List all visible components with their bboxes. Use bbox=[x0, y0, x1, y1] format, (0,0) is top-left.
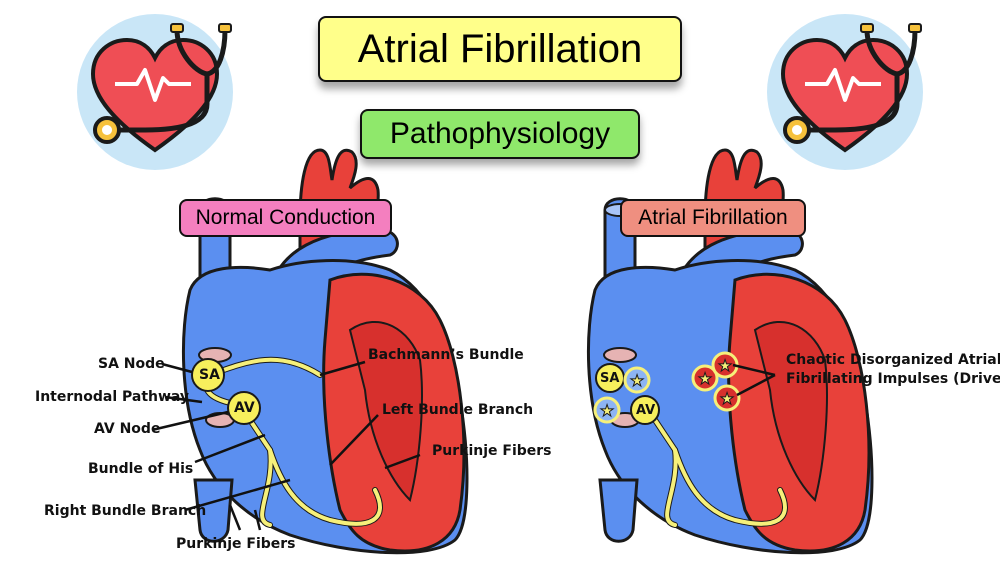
afib-sa-node-marker: SA bbox=[600, 371, 620, 386]
label-internodal-pathway: Internodal Pathway bbox=[35, 389, 190, 405]
page-subtitle: Pathophysiology bbox=[360, 109, 640, 159]
heart-stethoscope-icon bbox=[767, 14, 923, 170]
heart-stethoscope-icon bbox=[77, 14, 233, 170]
label-bundle-of-his: Bundle of His bbox=[88, 461, 194, 477]
svg-text:★: ★ bbox=[720, 391, 734, 408]
svg-text:★: ★ bbox=[698, 371, 712, 388]
label-purkinje-fibers-right: Purkinje Fibers bbox=[432, 443, 552, 459]
label-bachmanns-bundle: Bachmann’s Bundle bbox=[368, 347, 524, 363]
label-av-node: AV Node bbox=[94, 421, 161, 437]
svg-text:★: ★ bbox=[600, 403, 614, 420]
afib-callout-line2: Fibrillating Impulses (Drivers) bbox=[786, 371, 1000, 387]
afib-heading: Atrial Fibrillation bbox=[620, 199, 806, 237]
afib-av-node-marker: AV bbox=[636, 403, 656, 418]
svg-text:★: ★ bbox=[718, 358, 732, 375]
normal-heart bbox=[151, 148, 469, 555]
page-title: Atrial Fibrillation bbox=[318, 16, 682, 82]
label-sa-node: SA Node bbox=[98, 356, 165, 372]
label-right-bundle-branch: Right Bundle Branch bbox=[44, 503, 207, 519]
label-purkinje-fibers-bottom: Purkinje Fibers bbox=[176, 536, 296, 552]
svg-text:★: ★ bbox=[630, 373, 644, 390]
normal-conduction-heading: Normal Conduction bbox=[179, 199, 392, 237]
label-left-bundle-branch: Left Bundle Branch bbox=[382, 402, 534, 418]
afib-callout-line1: Chaotic Disorganized Atrial bbox=[786, 352, 1000, 368]
driver-star-icon bbox=[593, 351, 741, 424]
sa-node-marker: SA bbox=[199, 367, 220, 383]
afib-heart: ★ ★ ★ ★ ★ bbox=[586, 148, 874, 555]
av-node-marker: AV bbox=[234, 400, 255, 416]
